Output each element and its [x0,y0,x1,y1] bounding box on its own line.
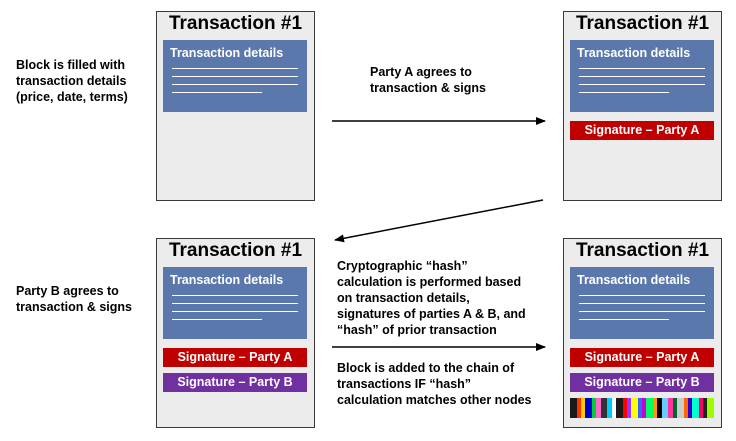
detail-line [579,303,705,305]
hash-stripe [570,398,577,418]
detail-line [579,76,705,78]
hash-stripe [600,398,608,418]
transaction-details-label: Transaction details [170,46,284,60]
block-title: Transaction #1 [575,13,710,34]
transaction-details-label: Transaction details [170,273,284,287]
detail-line [579,92,669,94]
detail-line [579,311,705,313]
block-step-1: Transaction #1 Transaction details [156,11,315,201]
block-title: Transaction #1 [168,240,303,261]
transaction-details-box: Transaction details [163,267,307,339]
caption-hash-calculation: Cryptographic “hash” calculation is perf… [337,259,526,337]
hash-stripe [692,398,699,418]
caption-block-added: Block is added to the chain of transacti… [337,361,532,407]
hash-stripe [622,398,627,418]
hash-stripe [698,398,704,418]
signature-party-a: Signature – Party A [570,348,714,367]
hash-stripe [637,398,643,418]
detail-line [579,319,669,321]
caption-party-a-signs: Party A agrees to transaction & signs [370,65,486,95]
hash-stripe [668,398,673,418]
transaction-details-label: Transaction details [577,46,691,60]
transaction-details-box: Transaction details [570,267,714,339]
caption-party-b-signs: Party B agrees to transaction & signs [16,284,132,314]
block-step-3: Transaction #1 Transaction details Signa… [156,238,315,428]
hash-stripe [672,398,677,418]
hash-stripe [653,398,658,418]
signature-party-b: Signature – Party B [570,373,714,392]
hash-bar [570,398,715,418]
hash-stripe [687,398,692,418]
hash-stripe [707,398,715,418]
block-title: Transaction #1 [575,240,710,261]
block-step-2: Transaction #1 Transaction details Signa… [563,11,722,201]
hash-stripe [661,398,669,418]
transaction-details-label: Transaction details [577,273,691,287]
hash-stripe [592,398,597,418]
hash-stripe [611,398,616,418]
hash-stripe [703,398,708,418]
detail-line [579,68,705,70]
block-title: Transaction #1 [168,13,303,34]
detail-line [579,295,705,297]
detail-line [172,84,298,86]
hash-stripe [631,398,638,418]
caption-block-filled: Block is filled with transaction details… [16,58,128,104]
hash-stripe [642,398,647,418]
signature-party-a: Signature – Party A [570,121,714,140]
hash-stripe [576,398,582,418]
hash-stripe [676,398,684,418]
detail-line [172,92,262,94]
hash-stripe [657,398,662,418]
hash-stripe [607,398,612,418]
transaction-details-box: Transaction details [570,40,714,112]
detail-line [172,303,298,305]
hash-stripe [626,398,631,418]
detail-line [579,84,705,86]
detail-line [172,68,298,70]
hash-stripe [581,398,586,418]
hash-stripe [615,398,623,418]
hash-stripe [596,398,601,418]
detail-line [172,319,262,321]
detail-line [172,311,298,313]
hash-stripe [683,398,688,418]
hash-stripe [585,398,593,418]
signature-party-b: Signature – Party B [163,373,307,392]
signature-party-a: Signature – Party A [163,348,307,367]
detail-line [172,76,298,78]
arrow-to-party-b [334,199,544,243]
block-step-4: Transaction #1 Transaction details Signa… [563,238,722,428]
hash-stripe [646,398,654,418]
detail-line [172,295,298,297]
transaction-details-box: Transaction details [163,40,307,112]
